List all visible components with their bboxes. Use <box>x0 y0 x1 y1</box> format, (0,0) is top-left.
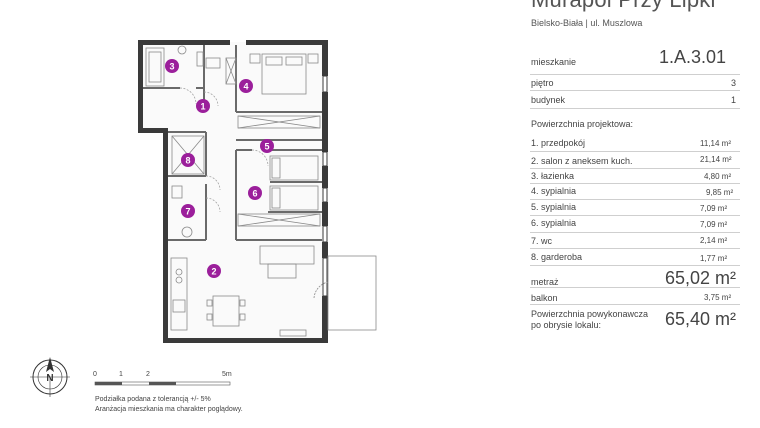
balcony-value: 3,75 m² <box>704 293 732 302</box>
bed-5 <box>269 155 319 181</box>
room-badges: 3 4 1 5 8 6 7 2 <box>165 59 274 278</box>
room-row: 5. sypialnia 7,09 m² <box>530 200 740 216</box>
floor-area <box>140 42 326 340</box>
dining-table <box>212 295 240 327</box>
scale-label-2: 2 <box>146 371 150 378</box>
furniture <box>145 45 321 337</box>
room-badge-7: 7 <box>181 204 195 218</box>
building-label: budynek <box>531 95 566 105</box>
project-address: Bielsko-Biała | ul. Muszlowa <box>531 18 643 28</box>
wardrobe-6 <box>237 213 321 227</box>
svg-text:2: 2 <box>211 267 216 277</box>
apartment-value: 1.A.3.01 <box>658 47 726 67</box>
bathtub <box>145 47 165 87</box>
svg-text:8: 8 <box>185 156 190 166</box>
wardrobe-5 <box>237 115 321 129</box>
building-row: budynek 1 <box>530 91 740 109</box>
scale-bar <box>94 381 231 386</box>
sink <box>177 45 187 55</box>
svg-text:1: 1 <box>200 102 205 112</box>
room-area: 7,09 m² <box>700 220 728 229</box>
project-title: Murapol Przy Lipki <box>531 0 716 13</box>
wardrobe-hall <box>225 57 237 85</box>
room-badge-8: 8 <box>181 153 195 167</box>
windows <box>322 75 328 297</box>
room-badge-6: 6 <box>248 186 262 200</box>
room-label: 1. przedpokój <box>531 138 586 148</box>
building-value: 1 <box>730 95 736 105</box>
usable-area-label-1: Powierzchnia powykonawcza <box>531 309 649 319</box>
metraz-value: 65,02 m² <box>665 268 737 288</box>
balcony-row: balkon 3,75 m² <box>530 288 740 305</box>
room-area: 11,14 m² <box>700 139 731 148</box>
tolerance-note: Podziałka podana z tolerancją +/- 5% <box>95 396 211 403</box>
room-label: 6. sypialnia <box>531 218 577 228</box>
room-label: 7. wc <box>531 236 553 246</box>
room-badge-3: 3 <box>165 59 179 73</box>
room-row: 6. sypialnia 7,09 m² <box>530 216 740 233</box>
room-label: 8. garderoba <box>531 252 583 262</box>
room-area: 2,14 m² <box>700 236 728 245</box>
room-area: 1,77 m² <box>700 254 728 263</box>
room-label: 4. sypialnia <box>531 186 577 196</box>
svg-text:5: 5 <box>264 142 269 152</box>
svg-text:N: N <box>46 373 53 384</box>
double-bed <box>261 53 307 95</box>
bed-6 <box>269 185 319 211</box>
dressing-room-shelves <box>171 135 205 175</box>
room-area: 4,80 m² <box>704 172 732 181</box>
floor-label: piętro <box>531 78 554 88</box>
scale-label-1: 1 <box>119 371 123 378</box>
outer-walls <box>138 40 328 343</box>
svg-text:4: 4 <box>243 82 248 92</box>
apartment-label: mieszkanie <box>531 57 577 67</box>
room-badge-2: 2 <box>207 264 221 278</box>
room-row: 1. przedpokój 11,14 m² <box>530 135 740 152</box>
toilet <box>205 57 221 69</box>
balcony <box>313 255 377 331</box>
compass-icon: N <box>30 357 70 397</box>
balcony-label: balkon <box>531 293 558 303</box>
room-row: 8. garderoba 1,77 m² <box>530 249 740 266</box>
room-badge-1: 1 <box>196 99 210 113</box>
wc-toilet <box>181 226 193 238</box>
room-badge-4: 4 <box>239 79 253 93</box>
room-row: 3. łazienka 4,80 m² <box>530 169 740 184</box>
apartment-row: mieszkanie 1.A.3.01 <box>530 43 740 75</box>
room-area: 21,14 m² <box>700 155 732 164</box>
floor-value: 3 <box>730 78 736 88</box>
wc-sink <box>171 185 183 199</box>
usable-area-value: 65,40 m² <box>665 309 737 329</box>
svg-text:3: 3 <box>169 62 174 72</box>
room-area: 9,85 m² <box>706 188 734 197</box>
svg-text:7: 7 <box>185 207 190 217</box>
door-swings <box>179 87 269 213</box>
room-badge-5: 5 <box>260 139 274 153</box>
floor-row: piętro 3 <box>530 75 740 91</box>
room-label: 3. łazienka <box>531 171 575 181</box>
room-row: 4. sypialnia 9,85 m² <box>530 184 740 200</box>
metraz-label: metraż <box>531 277 559 287</box>
scale-label-5m: 5m <box>222 371 232 378</box>
room-label: 5. sypialnia <box>531 202 577 212</box>
floor-plan: 3 4 1 5 8 6 7 2 N <box>30 40 377 397</box>
room-row: 7. wc 2,14 m² <box>530 233 740 249</box>
kitchen-counter <box>170 257 188 331</box>
room-label: 2. salon z aneksem kuch. <box>531 156 633 166</box>
usable-area-label-2: po obrysie lokalu: <box>531 320 602 330</box>
metraz-row: metraż 65,02 m² <box>530 266 740 288</box>
room-row: 2. salon z aneksem kuch. 21,14 m² <box>530 152 740 169</box>
arrangement-note: Aranżacja mieszkania ma charakter pogląd… <box>95 406 243 413</box>
scale-label-0: 0 <box>93 371 97 378</box>
svg-text:6: 6 <box>252 189 257 199</box>
design-area-title: Powierzchnia projektowa: <box>531 119 634 129</box>
tv-unit <box>279 329 307 337</box>
room-area: 7,09 m² <box>700 204 728 213</box>
